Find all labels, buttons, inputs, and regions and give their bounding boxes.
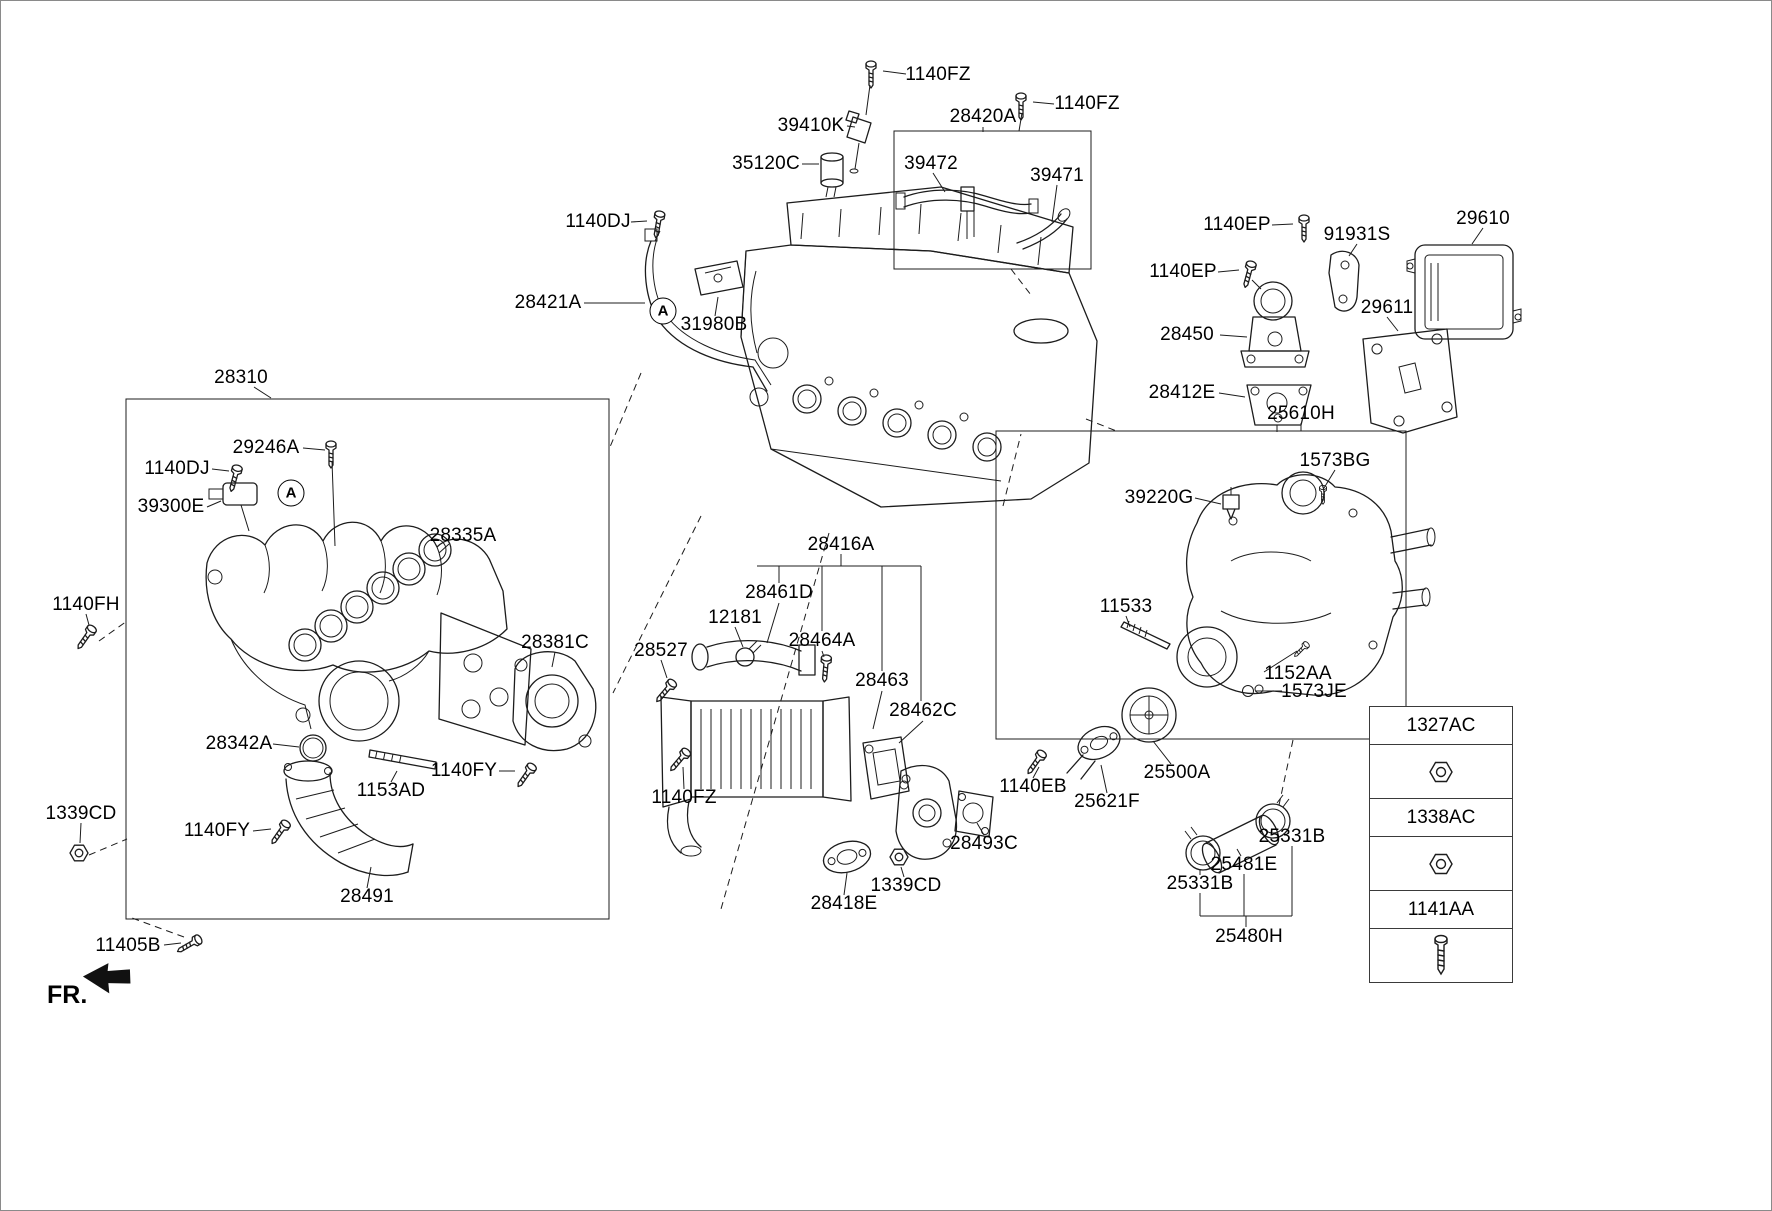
small-bracket xyxy=(1328,250,1360,312)
stud-bolt xyxy=(368,749,437,770)
part-label-1140eb-42: 1140EB xyxy=(999,776,1067,797)
legend-label-1141aa: 1141AA xyxy=(1370,891,1512,929)
engine-block xyxy=(740,186,1098,508)
part-label-39300e-23: 39300E xyxy=(137,496,205,517)
part-label-39410k-2: 39410K xyxy=(777,115,845,136)
part-label-1153ad-38: 1153AD xyxy=(356,780,426,801)
part-label-1140dj-21: 1140DJ xyxy=(144,458,210,479)
part-label-25500a-41: 25500A xyxy=(1143,762,1211,783)
part-label-12181-28: 12181 xyxy=(708,607,762,628)
part-label-28462c-34: 28462C xyxy=(889,700,957,721)
solenoid-valve xyxy=(820,152,844,198)
manifold-gasket xyxy=(288,533,452,662)
part-label-28310-18: 28310 xyxy=(214,367,268,388)
part-label-28342a-37: 28342A xyxy=(205,733,273,754)
part-label-1140fz-1: 1140FZ xyxy=(1054,93,1120,114)
part-label-1140ep-11: 1140EP xyxy=(1149,261,1217,282)
part-label-29246a-19: 29246A xyxy=(232,437,300,458)
intake-elbow-pipe xyxy=(283,760,414,877)
part-label-1140fy-39: 1140FY xyxy=(430,760,498,781)
part-label-28493c-50: 28493C xyxy=(950,833,1018,854)
part-label-28464a-29: 28464A xyxy=(788,630,856,651)
bolt-icon xyxy=(1370,929,1512,982)
part-label-39220g-22: 39220G xyxy=(1124,487,1194,508)
part-label-29610-10: 29610 xyxy=(1456,208,1510,229)
part-label-28450-14: 28450 xyxy=(1160,324,1214,345)
part-label-25621f-43: 25621F xyxy=(1074,791,1140,812)
ecu-module xyxy=(1406,244,1522,340)
part-label-28335a-24: 28335A xyxy=(429,525,497,546)
part-label-31980b-13: 31980B xyxy=(680,314,748,335)
part-label-91931s-9: 91931S xyxy=(1323,224,1391,245)
egr-gaskets xyxy=(822,736,994,874)
part-label-1140ep-8: 1140EP xyxy=(1203,214,1271,235)
egr-actuator-valve xyxy=(1240,281,1312,432)
fastener-legend: 1327AC 1338AC 1141AA xyxy=(1369,706,1513,983)
part-label-11405b-54: 11405B xyxy=(95,935,161,956)
part-label-28412e-16: 28412E xyxy=(1148,382,1216,403)
part-label-28418e-52: 28418E xyxy=(810,893,878,914)
nut-icon xyxy=(1370,837,1512,891)
map-sensor xyxy=(208,482,258,532)
part-label-39471-6: 39471 xyxy=(1030,165,1084,186)
part-label-11533-30: 11533 xyxy=(1099,596,1153,617)
part-label-1339cd-49: 1339CD xyxy=(870,875,942,896)
injector xyxy=(845,110,872,174)
part-label-28416a-25: 28416A xyxy=(807,534,875,555)
part-label-35120c-4: 35120C xyxy=(732,153,800,174)
legend-label-1327ac: 1327AC xyxy=(1370,707,1512,745)
front-direction-arrow-icon xyxy=(82,963,131,994)
part-label-28420a-3: 28420A xyxy=(949,106,1017,127)
part-label-1140fz-0: 1140FZ xyxy=(905,64,971,85)
part-label-28461d-26: 28461D xyxy=(745,582,813,603)
part-label-28381c-31: 28381C xyxy=(521,632,589,653)
thermostat-housing xyxy=(1120,471,1436,697)
group-boxes xyxy=(125,130,1407,920)
coolant-pipe-and-clamps xyxy=(1184,794,1291,874)
ecu-bracket xyxy=(1362,328,1458,434)
callout-marker-a-1: A xyxy=(277,479,305,507)
part-label-1140dj-7: 1140DJ xyxy=(565,211,631,232)
front-direction-label: FR. xyxy=(47,981,88,1009)
part-label-1152aa-35: 1152AA xyxy=(1264,663,1332,684)
callout-marker-a-0: A xyxy=(649,297,677,325)
egr-valve-body xyxy=(512,651,597,752)
part-label-1140fy-45: 1140FY xyxy=(183,820,251,841)
part-label-25610h-17: 25610H xyxy=(1267,403,1335,424)
part-label-28491-48: 28491 xyxy=(340,886,394,907)
intake-manifold xyxy=(205,521,532,746)
part-label-28421a-12: 28421A xyxy=(514,292,582,313)
dashed-lines xyxy=(88,268,1294,938)
part-label-25480h-53: 25480H xyxy=(1215,926,1283,947)
part-label-1339cd-44: 1339CD xyxy=(45,803,117,824)
part-label-1573bg-20: 1573BG xyxy=(1299,450,1371,471)
part-label-25481e-47: 25481E xyxy=(1210,854,1278,875)
egr-cooler xyxy=(660,639,852,857)
part-label-1140fz-40: 1140FZ xyxy=(651,787,717,808)
part-label-39472-5: 39472 xyxy=(904,153,958,174)
part-label-28527-32: 28527 xyxy=(634,640,688,661)
legend-label-1338ac: 1338AC xyxy=(1370,799,1512,837)
part-label-25331b-51: 25331B xyxy=(1166,873,1234,894)
part-label-1140fh-27: 1140FH xyxy=(52,594,120,615)
part-label-29611-15: 29611 xyxy=(1360,297,1414,318)
part-label-25331b-46: 25331B xyxy=(1258,826,1326,847)
thermostat xyxy=(1066,687,1177,780)
vacuum-hoses xyxy=(895,186,1071,250)
leader-lines xyxy=(79,70,1484,946)
part-label-1573je-36: 1573JE xyxy=(1281,681,1347,702)
part-label-28463-33: 28463 xyxy=(855,670,909,691)
nut-icon xyxy=(1370,745,1512,799)
